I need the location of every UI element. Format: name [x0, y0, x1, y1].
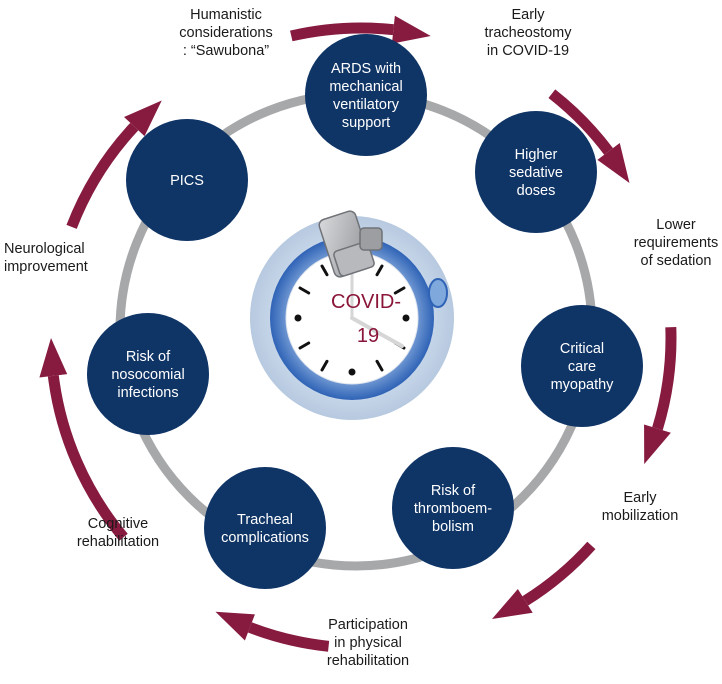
- arrow-upper-right: [548, 89, 630, 183]
- text-line: Higher: [515, 147, 558, 163]
- text-line: rehabilitation: [77, 534, 159, 550]
- node-tracheal: Tracheal complications: [204, 467, 326, 589]
- text-line: in COVID-19: [487, 43, 569, 59]
- text-line: ventilatory: [333, 97, 400, 113]
- text-line: tracheostomy: [484, 25, 572, 41]
- arrow-right: [644, 326, 677, 465]
- arrow-lower-right: [492, 541, 596, 619]
- outer-label-early-tracheostomy: Early tracheostomy in COVID-19: [484, 7, 572, 59]
- outer-label-cognitive-rehabilitation: Cognitive rehabilitation: [77, 516, 159, 550]
- node-circle: [305, 34, 427, 156]
- clock-with-tracheostomy-tube-icon: COVID- 19: [250, 210, 454, 420]
- text-line: support: [342, 115, 390, 131]
- center-label-line1: COVID-: [331, 291, 401, 313]
- text-line: infections: [117, 385, 178, 401]
- text-line: complications: [221, 530, 309, 546]
- node-circle: [126, 119, 248, 241]
- text-line: Risk of: [126, 349, 171, 365]
- text-line: Lower: [656, 217, 696, 233]
- node-circle: [204, 467, 326, 589]
- text-line: of sedation: [641, 253, 712, 269]
- text-line: requirements: [634, 235, 719, 251]
- text-line: Early: [511, 7, 545, 23]
- node-circle: [87, 313, 209, 435]
- text-line: doses: [517, 183, 556, 199]
- arrows-group: [39, 15, 677, 652]
- text-line: bolism: [432, 519, 474, 535]
- text-line: rehabilitation: [327, 653, 409, 669]
- arrow-bottom-left: [215, 611, 330, 652]
- node-circle: [392, 447, 514, 569]
- text-line: care: [568, 359, 596, 375]
- nodes-group: ARDS withmechanicalventilatorysupportHig…: [87, 34, 643, 589]
- tracheostomy-tube-icon: [318, 210, 383, 278]
- arrow-top: [290, 15, 431, 44]
- text-line: improvement: [4, 259, 88, 275]
- node-sedative: Higher sedative doses: [475, 111, 597, 233]
- text-line: Humanistic: [190, 7, 262, 23]
- arrow-left: [39, 338, 128, 541]
- node-circle: [475, 111, 597, 233]
- outer-label-neurological-improvement: Neurological improvement: [4, 241, 88, 275]
- text-line: mechanical: [329, 79, 402, 95]
- node-myopathy: Critical care myopathy: [521, 305, 643, 427]
- text-line: Early: [623, 490, 657, 506]
- text-line: nosocomial: [111, 367, 184, 383]
- outer-label-early-mobilization: Early mobilization: [602, 490, 679, 524]
- center-label-line2: 19: [357, 325, 379, 347]
- text-line: mobilization: [602, 508, 679, 524]
- arrow-upper-left: [66, 100, 162, 229]
- outer-label-physical-rehabilitation: Participation in physical rehabilitation: [327, 617, 409, 669]
- text-line: thromboem-: [414, 501, 492, 517]
- text-line: in physical: [334, 635, 402, 651]
- text-line: considerations: [179, 25, 273, 41]
- text-line: Tracheal: [237, 512, 293, 528]
- text-line: myopathy: [551, 377, 615, 393]
- node-nosocomial: Risk of nosocomial infections: [87, 313, 209, 435]
- text-line: Critical: [560, 341, 604, 357]
- node-circle: [521, 305, 643, 427]
- outer-label-humanistic: Humanistic considerations : “Sawubona”: [179, 7, 273, 59]
- text-line: PICS: [170, 173, 204, 189]
- text-line: Participation: [328, 617, 408, 633]
- text-line: Neurological: [4, 241, 85, 257]
- text-line: ARDS with: [331, 61, 401, 77]
- text-line: Risk of: [431, 483, 476, 499]
- text-line: : “Sawubona”: [183, 43, 269, 59]
- text-line: sedative: [509, 165, 563, 181]
- node-thrombo: Risk of thromboem-bolism: [392, 447, 514, 569]
- outer-label-lower-sedation: Lower requirements of sedation: [634, 217, 719, 269]
- text-line: Cognitive: [88, 516, 148, 532]
- node-ards: ARDS with mechanical ventilatory support: [305, 34, 427, 156]
- node-pics: PICS: [126, 119, 248, 241]
